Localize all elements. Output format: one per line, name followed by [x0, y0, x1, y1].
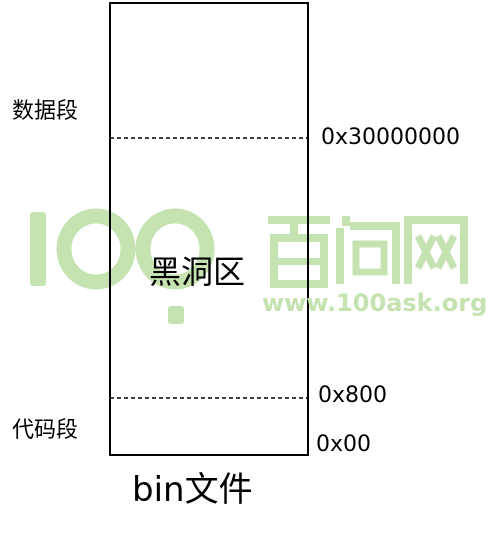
- hole-region-label: 黑洞区: [149, 253, 246, 291]
- watermark-logo: [30, 208, 468, 324]
- code-segment-label: 代码段: [12, 418, 79, 443]
- watermark-url: www.100ask.org: [262, 289, 488, 317]
- address-label-0x30000000: 0x30000000: [321, 125, 460, 150]
- data-segment-label: 数据段: [12, 99, 79, 124]
- bin-file-caption: bin文件: [132, 470, 253, 510]
- address-label-0x800: 0x800: [318, 383, 388, 408]
- address-label-0x00: 0x00: [316, 432, 372, 457]
- bin-file-box: [109, 2, 309, 456]
